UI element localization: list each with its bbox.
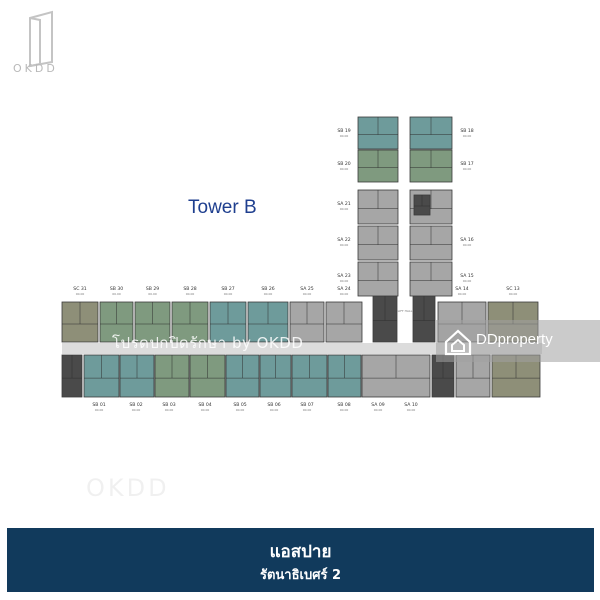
watermark-thai-text: โปรดปกปิดรักษา by OKDD xyxy=(112,334,304,352)
unit-area: 00.00 xyxy=(509,292,518,296)
unit-label: SC 13 xyxy=(506,286,520,292)
unit-label: SB 29 xyxy=(146,286,159,292)
unit-area: 00.00 xyxy=(186,292,195,296)
door-logo-icon xyxy=(29,10,53,68)
unit-area: 00.00 xyxy=(236,408,245,412)
unit-label: SB 02 xyxy=(129,402,142,408)
unit-area: 00.00 xyxy=(165,408,174,412)
unit-area: 00.00 xyxy=(340,408,349,412)
unit-label: SB 04 xyxy=(198,402,211,408)
unit-label: SB 08 xyxy=(337,402,350,408)
unit-area: 00.00 xyxy=(95,408,104,412)
unit-area: 00.00 xyxy=(303,408,312,412)
unit-area: 00.00 xyxy=(224,292,233,296)
unit-label: SB 20 xyxy=(337,161,350,167)
unit-label: SC 31 xyxy=(73,286,87,292)
unit-area: 00.00 xyxy=(463,134,472,138)
unit-label: SA 10 xyxy=(404,402,418,408)
unit-label: SB 26 xyxy=(261,286,274,292)
unit-label: SA 23 xyxy=(337,273,351,279)
unit-label: SA 24 xyxy=(337,286,351,292)
house-icon xyxy=(444,329,472,356)
unit-area: 00.00 xyxy=(76,292,85,296)
unit-label: SA 14 xyxy=(455,286,469,292)
unit-area: 00.00 xyxy=(132,408,141,412)
unit-label: SB 01 xyxy=(92,402,105,408)
lift-hall-label: LIFT HALL xyxy=(398,309,413,313)
corridor xyxy=(62,343,542,354)
unit-area: 00.00 xyxy=(340,279,349,283)
unit-label: SA 25 xyxy=(300,286,314,292)
unit-label: SB 17 xyxy=(460,161,473,167)
unit-area: 00.00 xyxy=(463,167,472,171)
unit-label: SA 16 xyxy=(460,237,474,243)
unit-area: 00.00 xyxy=(303,292,312,296)
project-location: รัตนาธิเบศร์ 2 xyxy=(259,568,342,583)
project-banner: แอสปาย รัตนาธิเบศร์ 2 xyxy=(7,528,594,592)
unit-label: SB 06 xyxy=(267,402,280,408)
unit-area: 00.00 xyxy=(270,408,279,412)
unit-area: 00.00 xyxy=(340,207,349,211)
unit-area: 00.00 xyxy=(458,292,467,296)
unit-label: SB 27 xyxy=(221,286,234,292)
unit-area: 00.00 xyxy=(340,134,349,138)
unit-label: SA 22 xyxy=(337,237,351,243)
unit-label: SA 09 xyxy=(371,402,385,408)
unit-area: 00.00 xyxy=(201,408,210,412)
unit-label: SB 30 xyxy=(110,286,123,292)
ddproperty-text: DDproperty xyxy=(476,331,553,348)
ddproperty-watermark xyxy=(436,320,600,362)
unit-label: SA 15 xyxy=(460,273,474,279)
unit-area: 00.00 xyxy=(264,292,273,296)
unit-label: SB 07 xyxy=(300,402,313,408)
unit-label: SB 19 xyxy=(337,128,350,134)
faint-watermark: OKDD xyxy=(86,474,170,502)
project-name: แอสปาย xyxy=(269,542,332,562)
unit-label: SB 05 xyxy=(233,402,246,408)
unit-area: 00.00 xyxy=(340,167,349,171)
unit-label: SB 28 xyxy=(183,286,196,292)
unit-area: 00.00 xyxy=(463,243,472,247)
unit-area: 00.00 xyxy=(340,243,349,247)
unit-area: 00.00 xyxy=(112,292,121,296)
unit-label: SB 03 xyxy=(162,402,175,408)
unit-area: 00.00 xyxy=(407,408,416,412)
unit-area: 00.00 xyxy=(340,292,349,296)
unit-label: SA 21 xyxy=(337,201,351,207)
unit-area: 00.00 xyxy=(148,292,157,296)
logo-text: OKDD xyxy=(13,62,58,75)
tower-title: Tower B xyxy=(188,197,257,218)
unit-label: SB 18 xyxy=(460,128,473,134)
unit-area: 00.00 xyxy=(463,279,472,283)
unit-area: 00.00 xyxy=(374,408,383,412)
